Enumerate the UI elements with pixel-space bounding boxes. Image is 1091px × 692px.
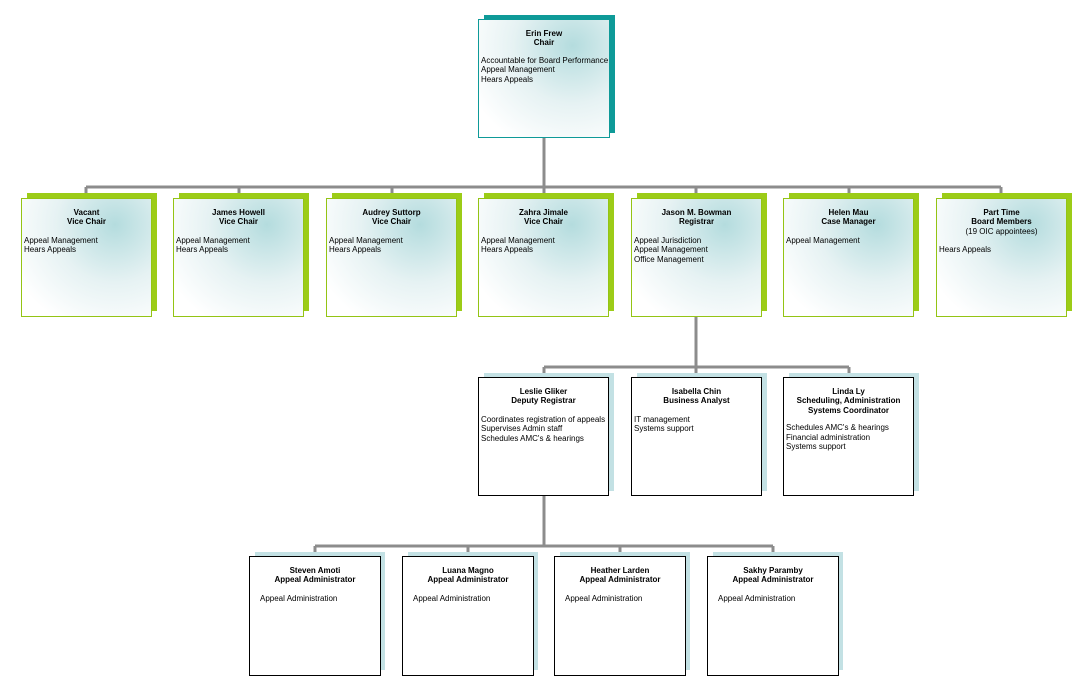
responsibility-item: IT management <box>634 414 690 424</box>
person-title: Deputy Registrar <box>511 396 576 406</box>
responsibility-item: Appeal Management <box>634 245 708 255</box>
tier4-card: Steven Amoti Appeal Administrator Appeal… <box>249 556 381 676</box>
responsibility-list: Appeal Administration <box>405 594 531 603</box>
person-subtitle: (19 OIC appointees) <box>965 226 1038 236</box>
person-title: Vice Chair <box>372 217 411 227</box>
responsibility-item: Office Management <box>634 254 704 264</box>
responsibility-list: Appeal Administration <box>557 594 683 603</box>
person-title: Vice Chair <box>219 217 258 227</box>
responsibility-list: Appeal Management Hears Appeals <box>176 236 301 255</box>
responsibility-item: Appeal Administration <box>718 593 796 603</box>
person-name: Isabella Chin <box>671 387 722 396</box>
person-name: Heather Larden <box>590 566 650 575</box>
responsibility-item: Systems support <box>786 442 846 452</box>
responsibility-list: Appeal Management Hears Appeals <box>24 236 149 255</box>
responsibility-item: Hears Appeals <box>481 245 534 255</box>
responsibility-list: Appeal Management Hears Appeals <box>329 236 454 255</box>
responsibility-item: Appeal Management <box>176 235 250 245</box>
person-name: Sakhy Paramby <box>743 566 803 575</box>
person-name: Linda Ly <box>832 387 865 396</box>
person-title: Vice Chair <box>524 217 563 227</box>
person-title: Appeal Administrator <box>274 575 356 585</box>
tier3-card: Leslie Gliker Deputy Registrar Coordinat… <box>478 377 609 496</box>
responsibility-list: Schedules AMC's & hearings Financial adm… <box>786 423 911 451</box>
responsibility-list: Appeal Management Hears Appeals <box>481 236 606 255</box>
person-name: Zahra Jimale <box>519 208 568 217</box>
person-name: Part Time <box>983 208 1020 217</box>
responsibility-item: Hears Appeals <box>939 245 992 255</box>
person-name: Steven Amoti <box>289 566 341 575</box>
person-title-line2: Systems Coordinator <box>808 405 889 415</box>
responsibility-list: Appeal Management <box>786 236 911 245</box>
person-title: Appeal Administrator <box>732 575 814 585</box>
responsibility-list: Appeal Administration <box>252 594 378 603</box>
responsibility-item: Coordinates registration of appeals <box>481 414 606 424</box>
responsibility-item: Appeal Management <box>786 235 860 245</box>
tier2-card: James Howell Vice Chair Appeal Managemen… <box>173 198 304 317</box>
responsibility-item: Schedules AMC's & hearings <box>481 433 584 443</box>
responsibility-item: Hears Appeals <box>329 245 382 255</box>
responsibility-item: Appeal Jurisdiction <box>634 235 702 245</box>
person-name: Leslie Gliker <box>519 387 568 396</box>
responsibility-item: Hears Appeals <box>176 245 229 255</box>
person-title: Appeal Administrator <box>427 575 509 585</box>
responsibility-item: Hears Appeals <box>24 245 77 255</box>
person-name: Helen Mau <box>828 208 869 217</box>
person-title: Vice Chair <box>67 217 106 227</box>
responsibility-item: Supervises Admin staff <box>481 424 563 434</box>
responsibility-item: Appeal Management <box>24 235 98 245</box>
chair-card: Erin Frew Chair Accountable for Board Pe… <box>478 19 610 138</box>
person-title: Business Analyst <box>663 396 730 406</box>
tier2-card: Zahra Jimale Vice Chair Appeal Managemen… <box>478 198 609 317</box>
person-name: Luana Magno <box>442 566 494 575</box>
person-name: James Howell <box>212 208 265 217</box>
tier3-card: Linda Ly Scheduling, Administration Syst… <box>783 377 914 496</box>
responsibility-list: Accountable for Board Performance Appeal… <box>481 55 609 84</box>
responsibility-item: Hears Appeals <box>481 74 534 84</box>
person-name: Vacant <box>73 208 100 217</box>
tier4-card: Luana Magno Appeal Administrator Appeal … <box>402 556 534 676</box>
person-title: Board Members <box>971 217 1032 227</box>
responsibility-item: Financial administration <box>786 432 871 442</box>
responsibility-item: Schedules AMC's & hearings <box>786 423 889 433</box>
person-title: Registrar <box>678 217 715 227</box>
tier4-card: Sakhy Paramby Appeal Administrator Appea… <box>707 556 839 676</box>
responsibility-item: Appeal Administration <box>413 593 491 603</box>
responsibility-list: Appeal Jurisdiction Appeal Management Of… <box>634 236 759 264</box>
tier2-card: Audrey Suttorp Vice Chair Appeal Managem… <box>326 198 457 317</box>
tier2-card: Vacant Vice Chair Appeal Management Hear… <box>21 198 152 317</box>
person-name: Jason M. Bowman <box>661 208 732 217</box>
tier4-card: Heather Larden Appeal Administrator Appe… <box>554 556 686 676</box>
responsibility-item: Appeal Administration <box>260 593 338 603</box>
responsibility-item: Appeal Administration <box>565 593 643 603</box>
responsibility-item: Appeal Management <box>481 65 555 75</box>
responsibility-list: Appeal Administration <box>710 594 836 603</box>
person-name: Audrey Suttorp <box>362 208 421 217</box>
person-title: Appeal Administrator <box>579 575 661 585</box>
tier2-card: Helen Mau Case Manager Appeal Management <box>783 198 914 317</box>
tier2-card-part-time: Part Time Board Members (19 OIC appointe… <box>936 198 1067 317</box>
responsibility-list: IT management Systems support <box>634 415 759 434</box>
responsibility-item: Accountable for Board Performance <box>481 55 609 65</box>
responsibility-list: Hears Appeals <box>939 245 1064 254</box>
tier2-card-registrar: Jason M. Bowman Registrar Appeal Jurisdi… <box>631 198 762 317</box>
responsibility-list: Coordinates registration of appeals Supe… <box>481 415 606 443</box>
person-title: Chair <box>533 38 555 48</box>
person-name: Erin Frew <box>525 29 563 38</box>
tier3-card: Isabella Chin Business Analyst IT manage… <box>631 377 762 496</box>
person-title: Case Manager <box>821 217 876 227</box>
responsibility-item: Systems support <box>634 424 694 434</box>
person-title: Scheduling, Administration <box>796 396 901 406</box>
responsibility-item: Appeal Management <box>481 235 555 245</box>
responsibility-item: Appeal Management <box>329 235 403 245</box>
